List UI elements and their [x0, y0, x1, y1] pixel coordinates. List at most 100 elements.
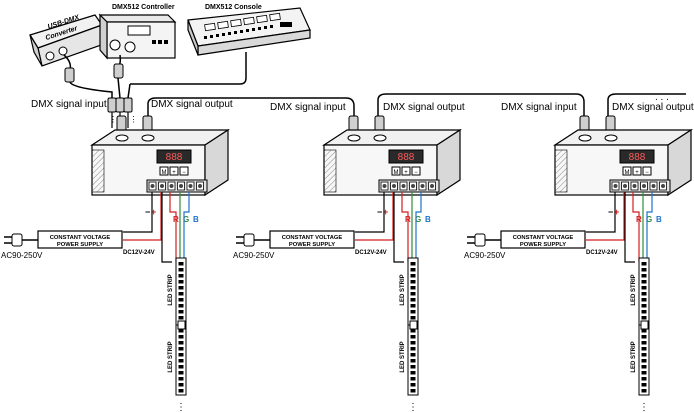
strip-continuation-dots: ⋮ — [639, 402, 649, 413]
decoder-display-digits: 888 — [166, 152, 183, 163]
led-chip — [641, 329, 647, 333]
ac-voltage-label: AC90-250V — [233, 251, 275, 260]
led-chip — [641, 292, 647, 296]
led-chip — [641, 353, 647, 357]
decoder-button-m[interactable] — [391, 166, 401, 176]
decoder-button-label: − — [414, 170, 418, 176]
decoder-xlr-plugs — [348, 115, 385, 133]
led-chip — [178, 359, 184, 363]
terminal-block — [609, 179, 671, 193]
led-strip-label: LED STRIP — [168, 274, 174, 305]
signal-output-label-3: DMX signal output — [612, 102, 694, 113]
led-chip — [410, 292, 416, 296]
psu-label-line1: CONSTANT VOLTAGE — [513, 235, 574, 241]
led-chip — [178, 292, 184, 296]
led-chip — [641, 383, 647, 387]
led-chip — [641, 377, 647, 381]
decoder-display — [388, 149, 424, 164]
decoder-button-label: M — [625, 170, 630, 176]
controller-title: DMX512 Controller — [112, 4, 175, 11]
dc-voltage-label: DC12V-24V — [355, 250, 387, 256]
led-chip — [178, 365, 184, 369]
terminal-plus-label: + — [383, 207, 388, 217]
led-chip — [641, 389, 647, 393]
terminal-b-label: B — [656, 215, 662, 224]
led-strip-segment-1: LED STRIP — [631, 257, 650, 326]
led-strip-segment-2: LED STRIP — [631, 324, 650, 396]
led-chip — [410, 280, 416, 284]
led-strip-label: LED STRIP — [400, 341, 406, 372]
led-chip — [410, 304, 416, 308]
led-strip-label: LED STRIP — [168, 341, 174, 372]
led-chip — [641, 316, 647, 320]
led-chip — [178, 347, 184, 351]
led-chip — [178, 371, 184, 375]
decoder-display-digits: 888 — [398, 152, 415, 163]
mains-plug — [4, 233, 38, 247]
decoder-button-minus[interactable] — [411, 166, 421, 176]
led-strip-segment-2: LED STRIP — [400, 324, 419, 396]
led-chip — [641, 359, 647, 363]
led-chip — [178, 304, 184, 308]
led-strip-segment-1: LED STRIP — [168, 257, 187, 326]
terminal-b-label: B — [425, 215, 431, 224]
led-chip — [410, 359, 416, 363]
psu-label-line1: CONSTANT VOLTAGE — [50, 235, 111, 241]
terminal-g-label: G — [646, 215, 652, 224]
decoder-button-minus[interactable] — [179, 166, 189, 176]
signal-output-label-2: DMX signal output — [383, 102, 465, 113]
led-chip — [178, 280, 184, 284]
led-chip — [410, 298, 416, 302]
signal-input-label-3: DMX signal input — [501, 102, 577, 113]
led-chip — [178, 298, 184, 302]
dmx512-console: DMX512 Console — [130, 4, 311, 85]
led-chip — [641, 304, 647, 308]
mains-plug — [467, 233, 501, 247]
terminal-block — [378, 179, 440, 193]
decoder-button-plus[interactable] — [169, 166, 179, 176]
led-chip — [410, 268, 416, 272]
led-chip — [178, 335, 184, 339]
terminal-block — [146, 179, 208, 193]
strip-connector — [409, 320, 418, 330]
mains-plug — [236, 233, 270, 247]
led-chip — [641, 371, 647, 375]
decoder-button-label: + — [404, 170, 408, 176]
decoder-button-plus[interactable] — [401, 166, 411, 176]
led-chip — [178, 353, 184, 357]
led-chip — [178, 286, 184, 290]
strip-continuation-dots: ⋮ — [408, 402, 418, 413]
terminal-minus-label: − — [145, 207, 150, 217]
led-chip — [178, 329, 184, 333]
decoder-button-m[interactable] — [622, 166, 632, 176]
terminal-b-label: B — [193, 215, 199, 224]
led-chip — [178, 274, 184, 278]
decoder-button-m[interactable] — [159, 166, 169, 176]
led-chip — [410, 389, 416, 393]
dmx-decoder — [552, 128, 694, 197]
decoder-button-label: M — [394, 170, 399, 176]
decoder-button-minus[interactable] — [642, 166, 652, 176]
led-strip-label: LED STRIP — [400, 274, 406, 305]
led-chip — [178, 268, 184, 272]
led-chip — [410, 371, 416, 375]
decoder-button-label: M — [162, 170, 167, 176]
terminal-minus-label: − — [608, 207, 613, 217]
terminal-plus-label: + — [151, 207, 156, 217]
led-chip — [410, 353, 416, 357]
decoder-button-label: − — [182, 170, 186, 176]
led-chip — [641, 335, 647, 339]
decoder-display — [619, 149, 655, 164]
led-chip — [410, 286, 416, 290]
signal-input-label-2: DMX signal input — [270, 102, 346, 113]
terminal-minus-label: − — [377, 207, 382, 217]
led-chip — [178, 377, 184, 381]
led-chip — [410, 310, 416, 314]
led-chip — [178, 389, 184, 393]
decoder-button-plus[interactable] — [632, 166, 642, 176]
led-strip-label: LED STRIP — [631, 274, 637, 305]
